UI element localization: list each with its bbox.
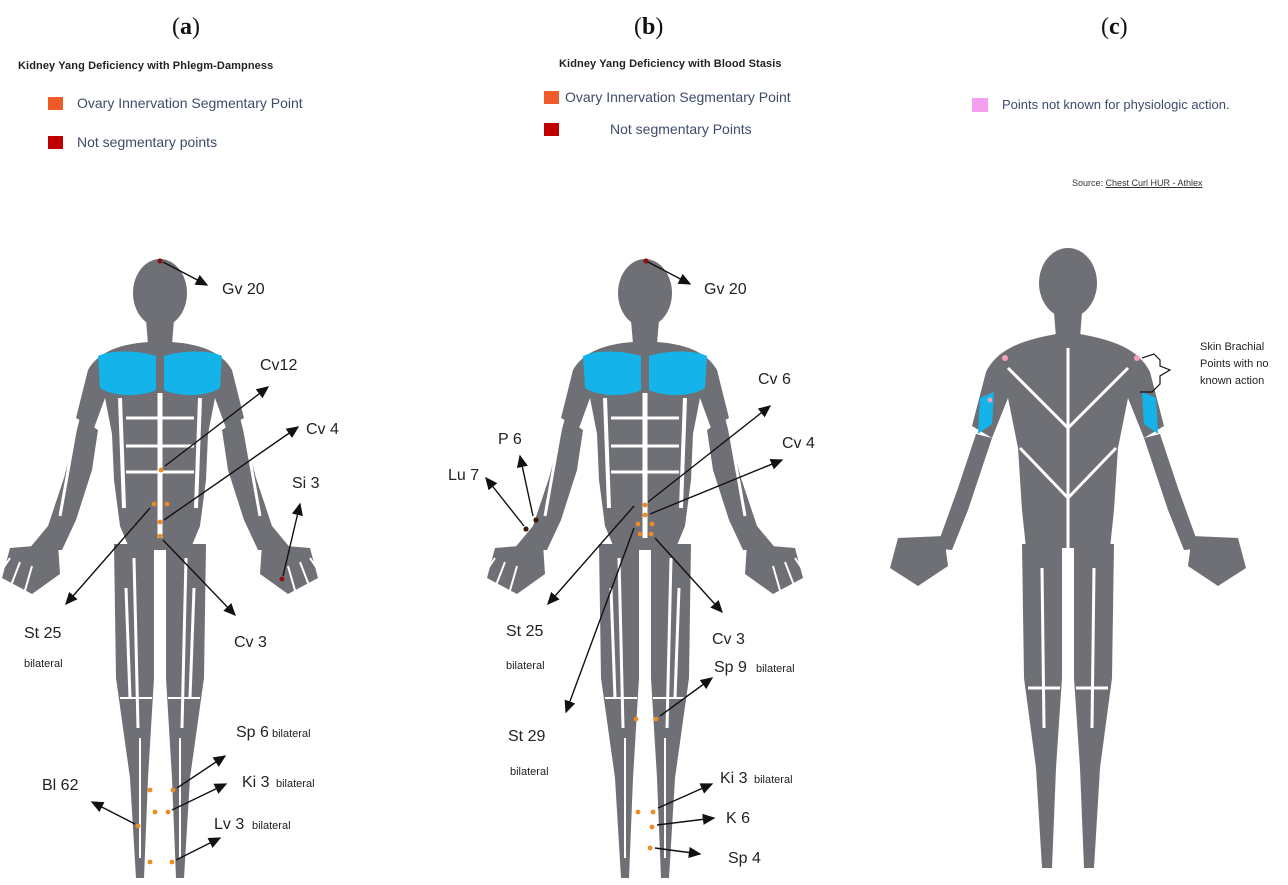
point-cv3 <box>158 534 163 539</box>
point-skin-brachial-right <box>1134 355 1140 361</box>
label-skin-line2: Points with no <box>1200 358 1268 370</box>
point-k6 <box>650 825 655 830</box>
point-ki3-left <box>636 810 641 815</box>
point-gv20 <box>643 258 648 263</box>
point-gv20 <box>157 258 162 263</box>
label-ki3: Ki 3 <box>242 774 270 791</box>
label-sp4: Sp 4 <box>728 850 761 867</box>
label-skin-line3: known action <box>1200 375 1264 387</box>
label-st29: St 29 <box>508 728 545 745</box>
label-sp6-note: bilateral <box>272 728 311 740</box>
label-st25-note: bilateral <box>24 658 63 670</box>
label-cv3: Cv 3 <box>234 634 267 651</box>
label-bl62: Bl 62 <box>42 777 79 794</box>
point-sp9-right <box>654 717 659 722</box>
label-cv4: Cv 4 <box>782 435 815 452</box>
point-ki3-right <box>651 810 656 815</box>
label-ki3: Ki 3 <box>720 770 748 787</box>
label-cv4: Cv 4 <box>306 421 339 438</box>
point-bl62 <box>136 824 141 829</box>
point-st25-right <box>650 522 655 527</box>
panel-c-body-figure <box>890 248 1246 868</box>
point-ki3-left <box>153 810 158 815</box>
label-st25: St 25 <box>506 623 543 640</box>
point-st25-right <box>165 502 170 507</box>
label-cv12: Cv12 <box>260 357 297 374</box>
label-si3: Si 3 <box>292 475 320 492</box>
label-st25-note: bilateral <box>506 660 545 672</box>
point-sp4 <box>648 846 653 851</box>
label-st29-note: bilateral <box>510 766 549 778</box>
point-ki3-right <box>166 810 171 815</box>
label-ki3-note: bilateral <box>754 774 793 786</box>
label-lu7: Lu 7 <box>448 467 479 484</box>
label-sp9: Sp 9 <box>714 659 747 676</box>
label-cv6: Cv 6 <box>758 371 791 388</box>
point-sp6-left <box>148 788 153 793</box>
point-cv3 <box>649 532 654 537</box>
label-k6: K 6 <box>726 810 750 827</box>
label-gv20: Gv 20 <box>704 281 747 298</box>
label-lv3-note: bilateral <box>252 820 291 832</box>
label-cv3: Cv 3 <box>712 631 745 648</box>
label-p6: P 6 <box>498 431 522 448</box>
point-lu7 <box>523 526 528 531</box>
point-st29-left <box>638 532 643 537</box>
point-cv12 <box>159 468 164 473</box>
point-triceps-left <box>988 398 993 403</box>
point-cv4 <box>643 513 648 518</box>
label-skin-line1: Skin Brachial <box>1200 341 1264 353</box>
point-st25-left <box>152 502 157 507</box>
point-lv3-right <box>170 860 175 865</box>
point-lv3-left <box>148 860 153 865</box>
label-sp6: Sp 6 <box>236 724 269 741</box>
point-p6 <box>533 517 538 522</box>
point-sp6-right <box>171 788 176 793</box>
point-sp9-left <box>634 717 639 722</box>
point-cv6 <box>643 503 648 508</box>
label-gv20: Gv 20 <box>222 281 265 298</box>
point-si3 <box>280 577 285 582</box>
point-cv4 <box>158 520 163 525</box>
label-st25: St 25 <box>24 625 61 642</box>
label-lv3: Lv 3 <box>214 816 244 833</box>
label-ki3-note: bilateral <box>276 778 315 790</box>
point-skin-brachial-left <box>1002 355 1008 361</box>
label-sp9-note: bilateral <box>756 663 795 675</box>
point-st25-left <box>636 522 641 527</box>
